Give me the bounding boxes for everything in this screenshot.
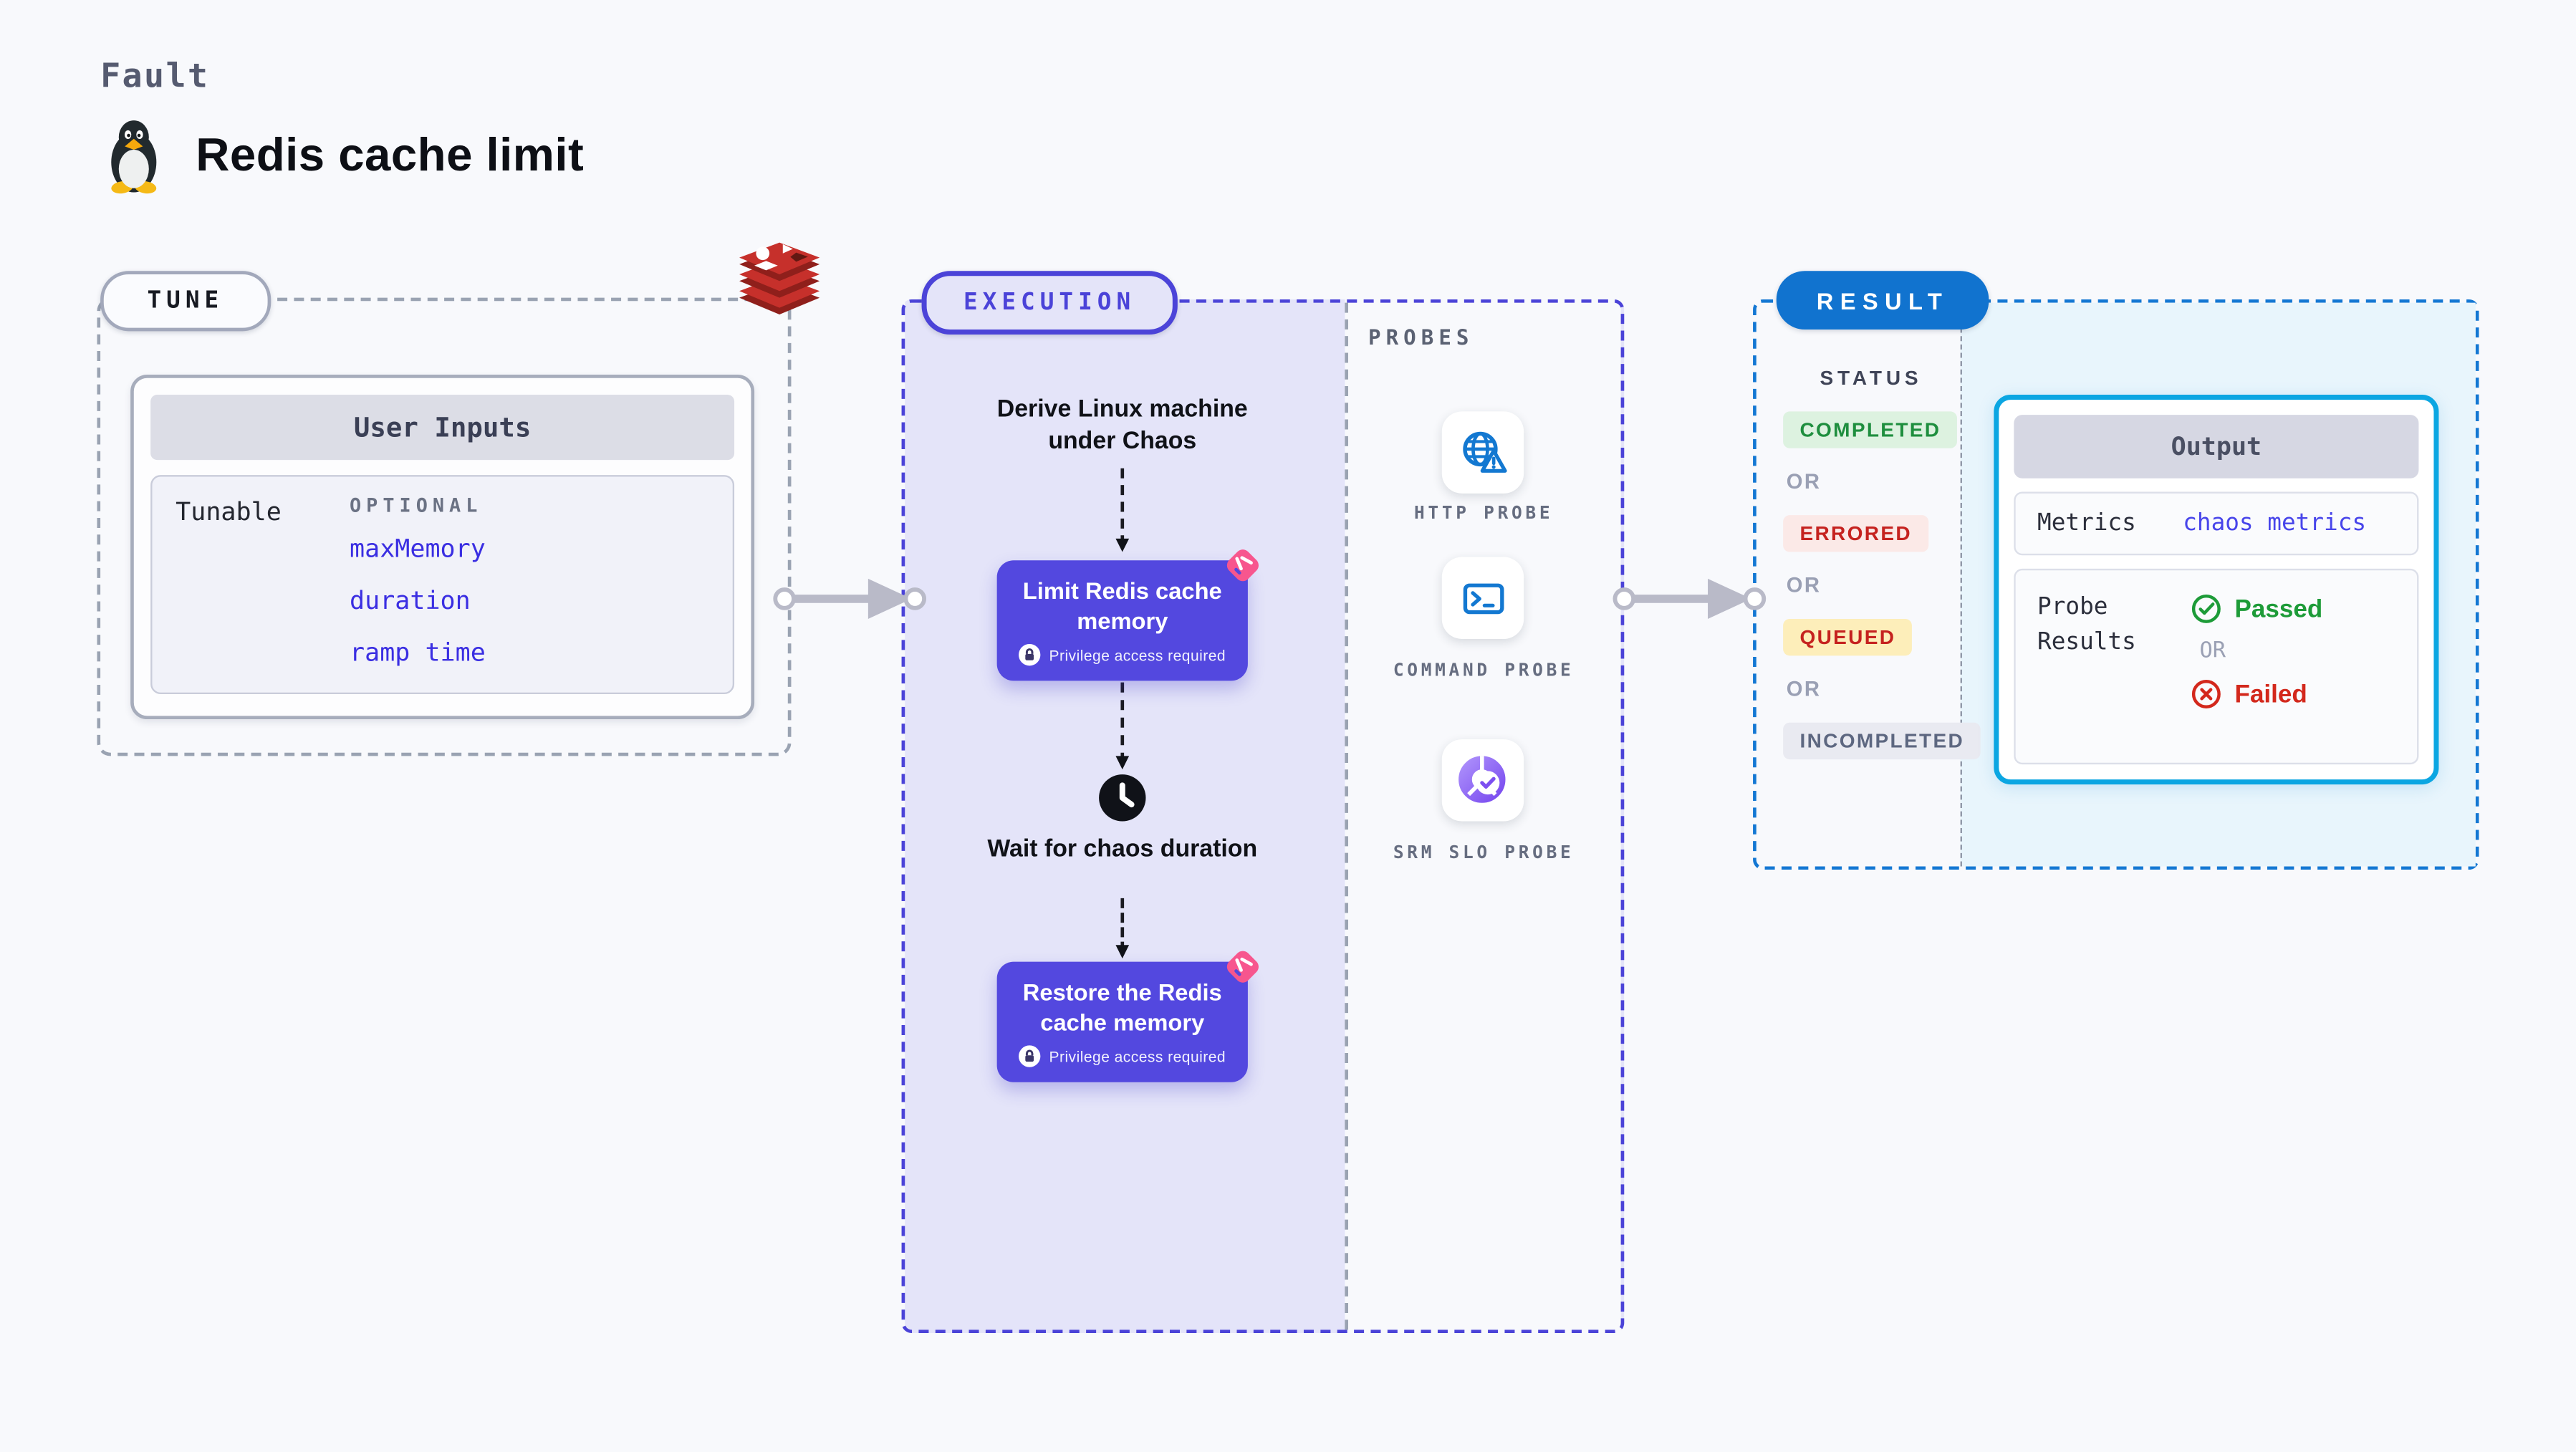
tune-to-execution-arrow bbox=[773, 578, 927, 619]
failed-item: Failed bbox=[2191, 679, 2322, 709]
lock-icon bbox=[1019, 1045, 1041, 1067]
x-circle-icon bbox=[2191, 680, 2221, 708]
param-maxmemory: maxMemory bbox=[350, 533, 486, 564]
redis-icon bbox=[739, 242, 820, 314]
privilege-note: Privilege access required bbox=[1049, 1047, 1226, 1065]
param-list: maxMemory duration ramp time bbox=[350, 534, 486, 668]
failed-label: Failed bbox=[2234, 680, 2307, 708]
status-badge-completed: COMPLETED bbox=[1783, 411, 1958, 448]
param-duration: duration bbox=[350, 585, 471, 616]
output-card: Output Metrics chaos metrics Probe Resul… bbox=[1994, 395, 2439, 785]
metrics-label: Metrics bbox=[2037, 510, 2136, 537]
srm-slo-probe-label: SRM SLO PROBE bbox=[1393, 842, 1575, 863]
probe-results-values: Passed OR Failed bbox=[2191, 590, 2322, 742]
http-probe-card bbox=[1441, 411, 1524, 494]
flow-arrow-down-3 bbox=[1115, 898, 1130, 958]
metrics-row: Metrics chaos metrics bbox=[2014, 491, 2419, 556]
status-badge-errored: ERRORED bbox=[1783, 515, 1929, 552]
result-section-badge: RESULT bbox=[1776, 271, 1989, 330]
execution-section-badge: EXECUTION bbox=[921, 271, 1178, 335]
globe-alert-icon bbox=[1462, 431, 1506, 472]
restore-redis-cache-node: Restore the Redis cache memory Privilege… bbox=[996, 951, 1259, 1082]
slo-donut-check-icon bbox=[1457, 755, 1505, 802]
privilege-row: Privilege access required bbox=[1010, 643, 1234, 666]
node-title: Restore the Redis cache memory bbox=[1022, 978, 1222, 1035]
status-badge-queued: QUEUED bbox=[1783, 618, 1913, 656]
check-circle-icon bbox=[2191, 594, 2221, 623]
chaos-sparkle-icon bbox=[1226, 549, 1259, 582]
privilege-note: Privilege access required bbox=[1049, 646, 1226, 663]
probes-title: PROBES bbox=[1368, 324, 1474, 350]
linux-tux-icon bbox=[111, 120, 157, 194]
fault-eyebrow-label: Fault bbox=[100, 55, 210, 96]
probes-separator bbox=[1345, 302, 1349, 1330]
tunable-box: Tunable OPTIONAL maxMemory duration ramp… bbox=[150, 475, 735, 695]
output-header: Output bbox=[2014, 415, 2419, 479]
passed-label: Passed bbox=[2234, 595, 2323, 623]
tune-container bbox=[97, 297, 792, 756]
page-title: Redis cache limit bbox=[196, 128, 585, 181]
probe-results-label: Probe Results bbox=[2037, 593, 2136, 656]
command-probe-label: COMMAND PROBE bbox=[1393, 660, 1575, 681]
user-inputs-card: User Inputs Tunable OPTIONAL maxMemory d… bbox=[130, 375, 755, 720]
step-derive-label: Derive Linux machine under Chaos bbox=[996, 396, 1248, 456]
lock-icon bbox=[1019, 643, 1041, 666]
user-inputs-header: User Inputs bbox=[150, 395, 735, 461]
flow-arrow-down-1 bbox=[1115, 468, 1130, 552]
step-wait-label: Wait for chaos duration bbox=[987, 836, 1258, 863]
command-probe-card bbox=[1441, 557, 1524, 639]
status-badge-incompleted: INCOMPLETED bbox=[1783, 722, 1981, 760]
or-label: OR bbox=[1786, 470, 1822, 494]
status-title: STATUS bbox=[1820, 366, 1923, 390]
privilege-row: Privilege access required bbox=[1010, 1045, 1234, 1067]
node-title: Limit Redis cache memory bbox=[1022, 577, 1222, 633]
limit-redis-cache-node: Limit Redis cache memory Privilege acces… bbox=[996, 549, 1259, 681]
title-row: Redis cache limit bbox=[100, 117, 585, 194]
or-label: OR bbox=[1786, 573, 1822, 597]
chaos-sparkle-icon bbox=[1226, 951, 1259, 983]
flow-arrow-down-2 bbox=[1115, 682, 1130, 770]
param-ramp-time: ramp time bbox=[350, 637, 486, 668]
tune-section-badge: TUNE bbox=[100, 271, 271, 332]
clock-icon bbox=[1099, 774, 1146, 822]
passed-item: Passed bbox=[2191, 594, 2322, 624]
http-probe-label: HTTP PROBE bbox=[1413, 503, 1554, 524]
status-list: COMPLETED OR ERRORED OR QUEUED OR INCOMP… bbox=[1783, 411, 1981, 760]
terminal-icon bbox=[1462, 582, 1504, 614]
srm-slo-probe-card bbox=[1441, 739, 1524, 822]
or-label: OR bbox=[1786, 677, 1822, 701]
optional-label: OPTIONAL bbox=[350, 493, 483, 517]
probe-results-row: Probe Results Passed OR Failed bbox=[2014, 568, 2419, 765]
tunable-label: Tunable bbox=[176, 496, 282, 527]
execution-to-result-arrow bbox=[1613, 578, 1767, 619]
or-label: OR bbox=[2199, 638, 2226, 664]
metrics-value: chaos metrics bbox=[2183, 510, 2367, 537]
